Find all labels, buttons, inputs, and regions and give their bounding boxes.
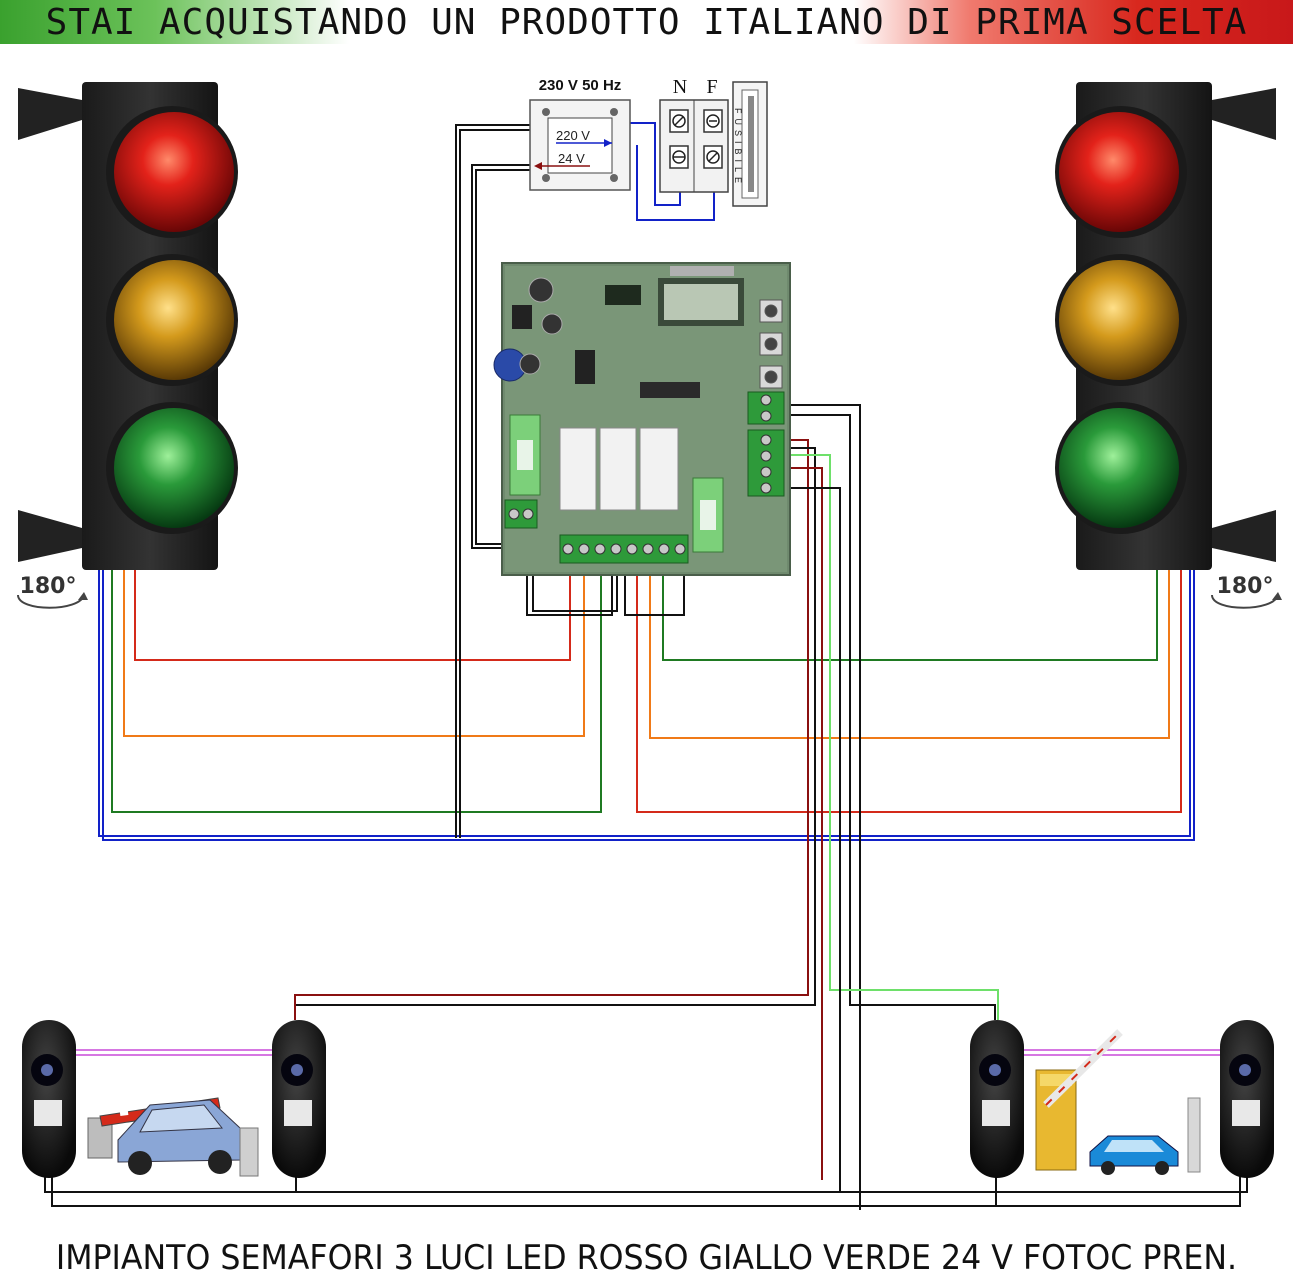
wires (44, 122, 1248, 1210)
wire-photo-lightgreen (785, 454, 999, 1020)
wire-bottom-1 (44, 1175, 1248, 1193)
lamp-red-right (1059, 112, 1179, 232)
wire-left-green (111, 560, 602, 813)
photocell-3 (970, 1020, 1024, 1178)
wire-mains-blue-b (636, 145, 715, 221)
wire-photo-black-1 (785, 404, 861, 1210)
primary-voltage: 220 V (556, 128, 590, 143)
lamp-green-right (1059, 408, 1179, 528)
wire-right-green (662, 560, 1158, 661)
rotation-label-left: 180° (20, 574, 77, 599)
wire-photo-darkred (294, 439, 809, 1020)
header-banner: STAI ACQUISTANDO UN PRODOTTO ITALIANO DI… (0, 0, 1293, 44)
lamp-yellow-left (114, 260, 234, 380)
lamp-green-left (114, 408, 234, 528)
wire-right-orange (649, 560, 1170, 739)
power-supply: 230 V 50 Hz 220 V 24 V (529, 77, 631, 191)
wire-left-orange (123, 560, 585, 737)
fuse-text: FUSIBILE (733, 108, 743, 188)
control-board (493, 262, 791, 576)
secondary-voltage: 24 V (558, 151, 585, 166)
photocell-1 (22, 1020, 76, 1178)
wire-board-lower-c (624, 560, 685, 616)
switch-n-label: N (673, 76, 687, 98)
mains-switch: N F FUSIBILE (659, 76, 768, 207)
wire-photo-black-2 (785, 414, 996, 1020)
rotation-label-right: 180° (1217, 574, 1274, 599)
traffic-light-right: 180° (1055, 82, 1282, 609)
photocell-2 (272, 1020, 326, 1178)
lamp-yellow-right (1059, 260, 1179, 380)
wire-left-blue-b (102, 570, 1195, 841)
footer-caption: IMPIANTO SEMAFORI 3 LUCI LED ROSSO GIALL… (55, 1238, 1238, 1278)
photocell-beams (50, 1049, 1248, 1056)
wire-left-blue-a (98, 570, 1191, 837)
relays (559, 427, 679, 511)
photocell-4 (1220, 1020, 1274, 1178)
wire-photo-black-4 (785, 487, 841, 1192)
wire-24v-b (459, 129, 530, 838)
wire-24v-a (455, 124, 530, 838)
barrier-car-right (1035, 1029, 1201, 1175)
wire-mains-blue (630, 122, 681, 206)
wire-board-lower-b (532, 560, 618, 612)
switch-f-label: F (706, 76, 717, 98)
lamp-red-left (114, 112, 234, 232)
wire-right-red (636, 560, 1182, 813)
wire-bottom-2 (51, 1175, 1241, 1207)
board-buttons (759, 299, 783, 389)
wire-board-lower-a (526, 560, 613, 616)
banner-title: STAI ACQUISTANDO UN PRODOTTO ITALIANO DI… (45, 2, 1248, 43)
wire-photo-red (785, 467, 823, 1180)
power-title: 230 V 50 Hz (539, 77, 622, 94)
barrier-car-left (87, 1097, 259, 1177)
traffic-light-left: 180° (17, 82, 238, 609)
wire-photo-black-3 (296, 447, 816, 1006)
